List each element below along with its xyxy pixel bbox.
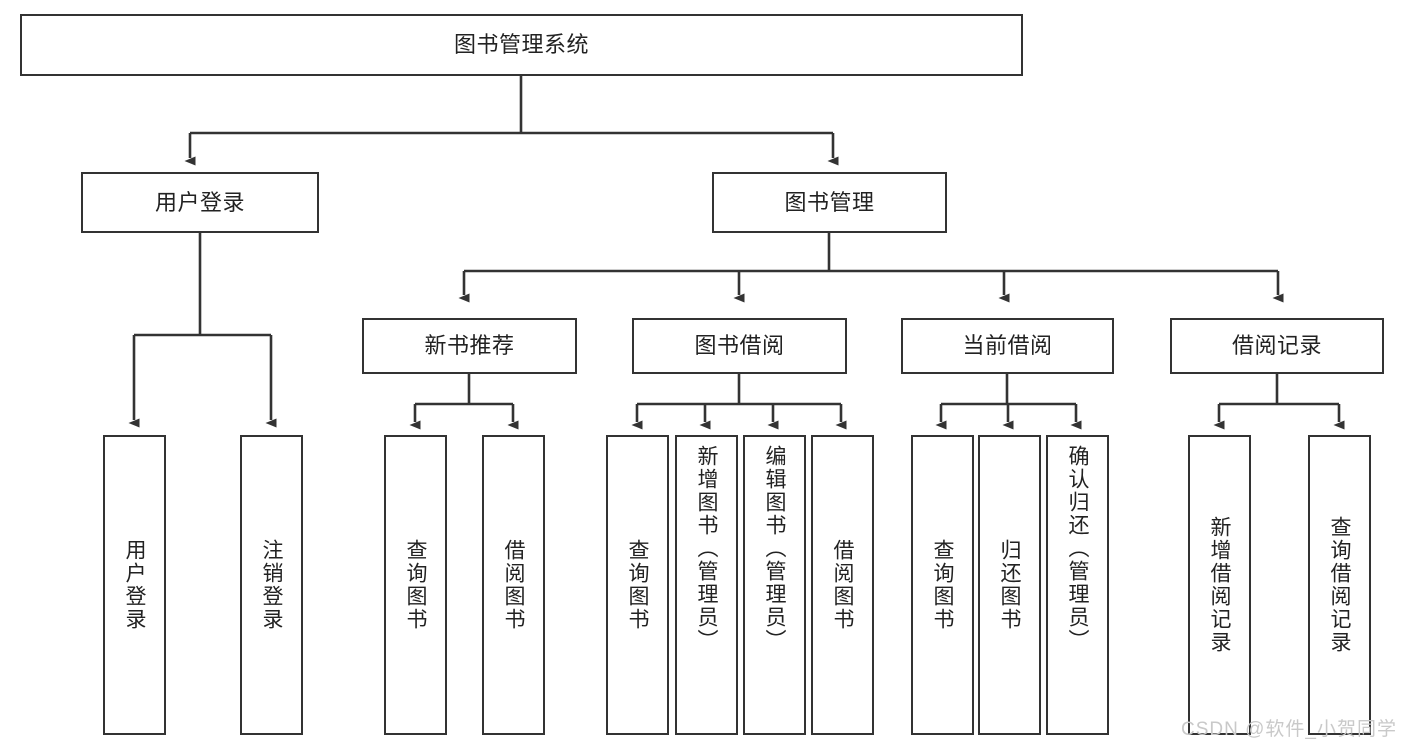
leaf-edit-book[interactable]: 编辑图书（管理员） xyxy=(743,435,806,735)
leaf-add-record-label: 新增借阅记录 xyxy=(1208,516,1231,654)
leaf-return-book[interactable]: 归还图书 xyxy=(978,435,1041,735)
node-book-manage-label: 图书管理 xyxy=(784,189,875,215)
leaf-borrow-book-1[interactable]: 借阅图书 xyxy=(482,435,545,735)
leaf-return-book-label: 归还图书 xyxy=(998,539,1021,631)
node-user-login-label: 用户登录 xyxy=(154,189,245,215)
leaf-add-book-label: 新增图书（管理员） xyxy=(695,445,718,652)
node-current-borrow-label: 当前借阅 xyxy=(962,333,1053,359)
node-borrow-record[interactable]: 借阅记录 xyxy=(1170,318,1384,374)
node-book-borrow-label: 图书借阅 xyxy=(694,333,785,359)
leaf-borrow-book-2-label: 借阅图书 xyxy=(831,539,854,631)
node-borrow-record-label: 借阅记录 xyxy=(1231,333,1322,359)
leaf-borrow-book-2[interactable]: 借阅图书 xyxy=(811,435,874,735)
leaf-query-book-1[interactable]: 查询图书 xyxy=(384,435,447,735)
node-new-book-rec[interactable]: 新书推荐 xyxy=(362,318,577,374)
leaf-confirm-return[interactable]: 确认归还（管理员） xyxy=(1046,435,1109,735)
leaf-add-record[interactable]: 新增借阅记录 xyxy=(1188,435,1251,735)
node-root-label: 图书管理系统 xyxy=(453,32,589,58)
leaf-query-record-label: 查询借阅记录 xyxy=(1328,516,1351,654)
watermark: CSDN @软件_小贺同学 xyxy=(1181,719,1397,740)
leaf-user-login[interactable]: 用户登录 xyxy=(103,435,166,735)
node-new-book-rec-label: 新书推荐 xyxy=(424,333,515,359)
leaf-add-book[interactable]: 新增图书（管理员） xyxy=(675,435,738,735)
leaf-user-logout[interactable]: 注销登录 xyxy=(240,435,303,735)
leaf-user-login-label: 用户登录 xyxy=(123,539,146,631)
leaf-borrow-book-1-label: 借阅图书 xyxy=(502,539,525,631)
leaf-confirm-return-label: 确认归还（管理员） xyxy=(1066,445,1089,652)
node-book-manage[interactable]: 图书管理 xyxy=(712,172,947,233)
leaf-query-book-3[interactable]: 查询图书 xyxy=(911,435,974,735)
node-user-login[interactable]: 用户登录 xyxy=(81,172,319,233)
leaf-query-book-2-label: 查询图书 xyxy=(626,539,649,631)
node-root[interactable]: 图书管理系统 xyxy=(20,14,1023,76)
leaf-query-book-1-label: 查询图书 xyxy=(404,539,427,631)
leaf-query-record[interactable]: 查询借阅记录 xyxy=(1308,435,1371,735)
leaf-query-book-3-label: 查询图书 xyxy=(931,539,954,631)
leaf-edit-book-label: 编辑图书（管理员） xyxy=(763,445,786,652)
node-current-borrow[interactable]: 当前借阅 xyxy=(901,318,1114,374)
leaf-query-book-2[interactable]: 查询图书 xyxy=(606,435,669,735)
leaf-user-logout-label: 注销登录 xyxy=(260,539,283,631)
node-book-borrow[interactable]: 图书借阅 xyxy=(632,318,847,374)
